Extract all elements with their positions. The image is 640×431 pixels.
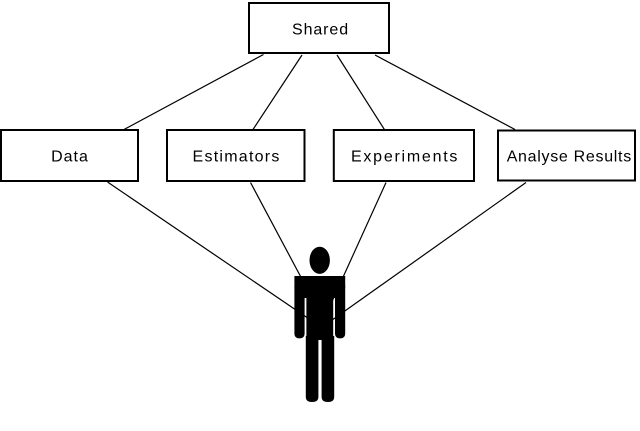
svg-text:Data: Data <box>51 148 89 165</box>
svg-text:Analyse Results: Analyse Results <box>507 148 632 165</box>
svg-text:Estimators: Estimators <box>193 148 281 165</box>
svg-text:Experiments: Experiments <box>351 148 459 165</box>
svg-text:Shared: Shared <box>292 22 349 39</box>
